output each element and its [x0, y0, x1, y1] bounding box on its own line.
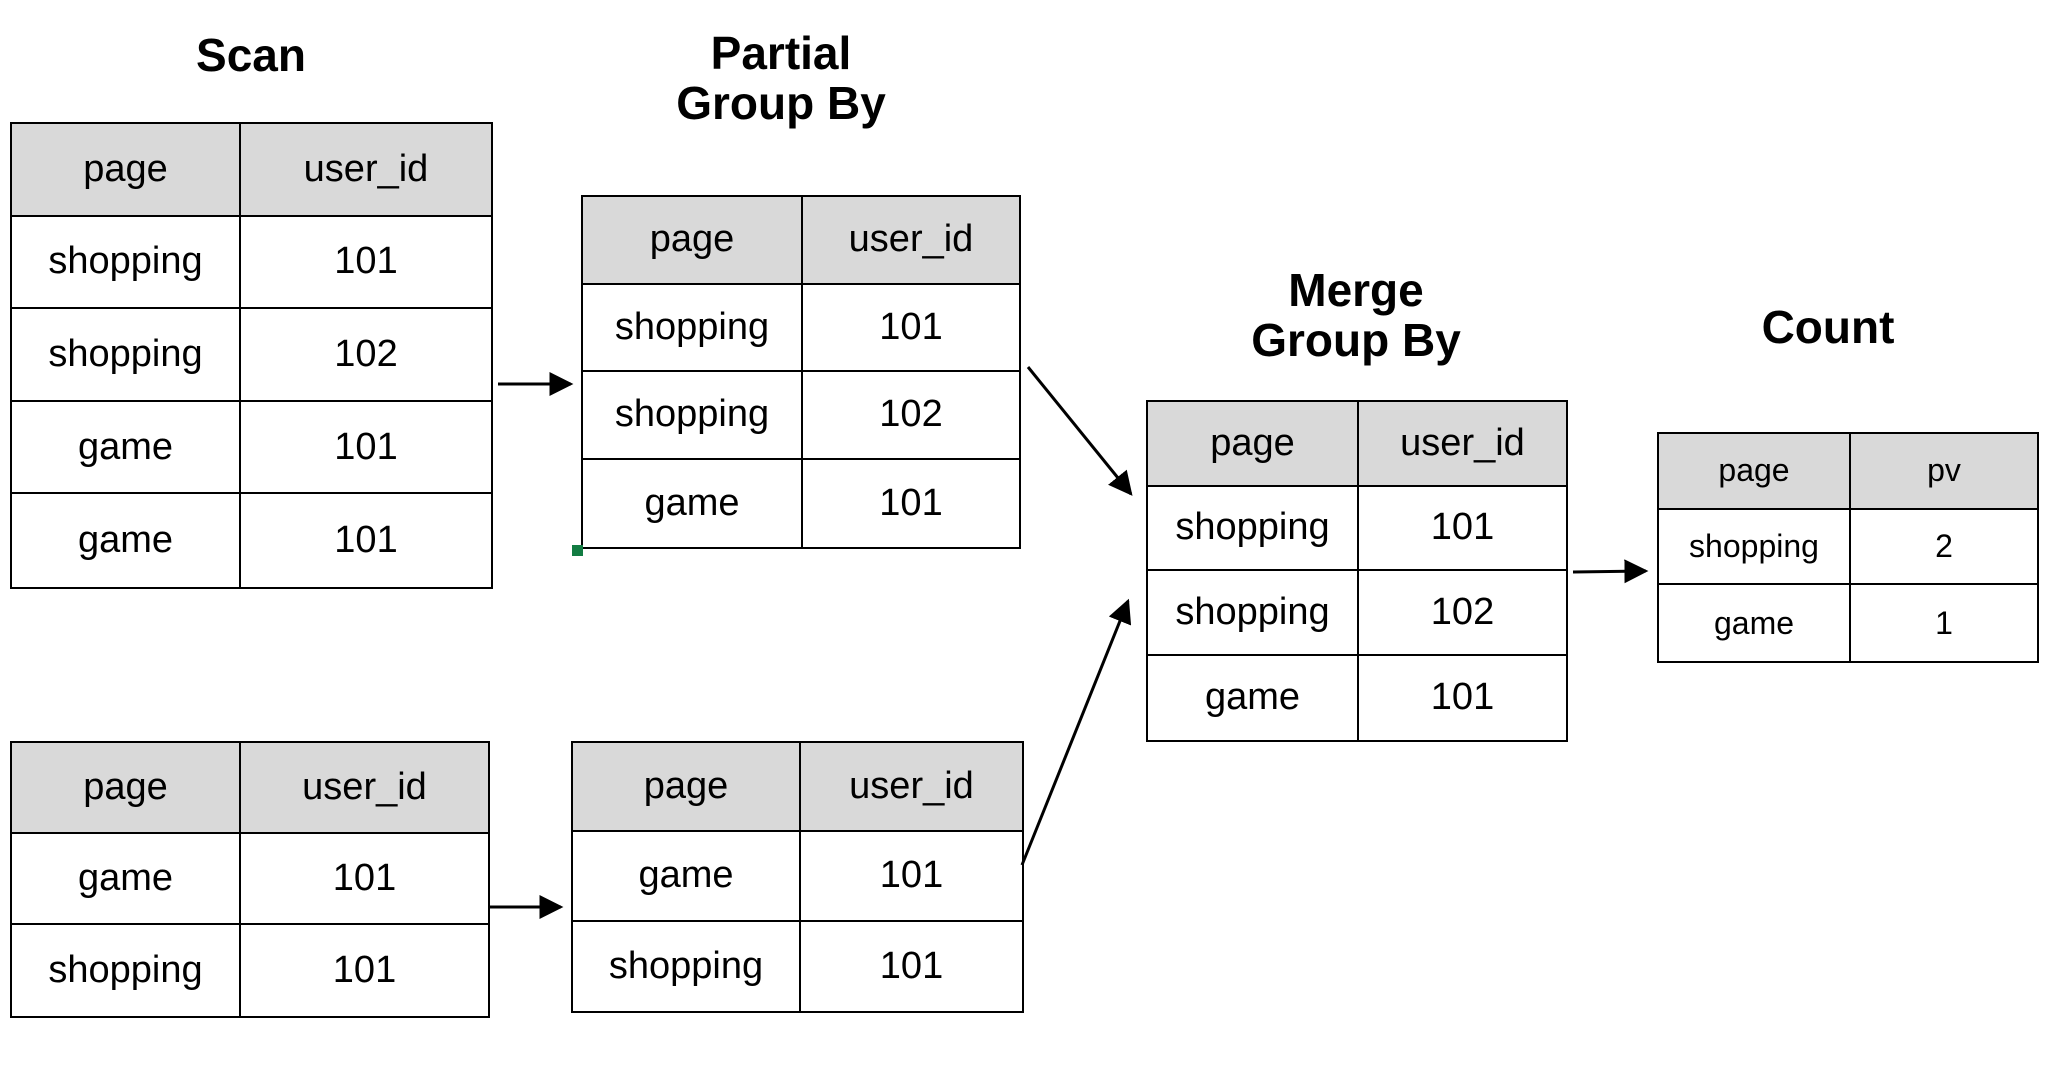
- stage-title-merge-line1: Merge: [1288, 264, 1424, 316]
- cell-user-id: 101: [801, 832, 1022, 922]
- stage-title-scan: Scan: [196, 29, 306, 81]
- cell-page: shopping: [573, 921, 801, 1011]
- partial-group-by-top-table: page user_id shopping 101 shopping 102 g…: [581, 195, 1021, 549]
- cell-page: game: [1659, 585, 1851, 661]
- cell-user-id: 101: [241, 217, 491, 310]
- scan-bottom-table: page user_id game 101 shopping 101: [10, 741, 490, 1018]
- cell-pv: 1: [1935, 604, 1953, 641]
- cell-pv: 2: [1851, 510, 2037, 586]
- cell-user-id: 101: [334, 519, 398, 562]
- cell-page: shopping: [1659, 509, 1851, 586]
- column-header-page: page: [583, 197, 803, 285]
- cell-page: game: [1148, 655, 1359, 740]
- column-header-user-id: user_id: [241, 124, 491, 217]
- cell-page: game: [583, 459, 803, 547]
- stage-title-merge-group-by: Merge Group By: [1251, 265, 1461, 365]
- cell-page: shopping: [12, 216, 241, 310]
- cell-user-id: 101: [241, 402, 491, 495]
- column-header-page: page: [1148, 402, 1359, 487]
- arrow-merge-to-count: [1572, 559, 1649, 584]
- cell-user-id: 101: [803, 285, 1019, 372]
- stage-title-partial-group-by: Partial Group By: [676, 28, 886, 128]
- scan-top-table: page user_id shopping 101 shopping 102 g…: [10, 122, 493, 589]
- column-header-page: page: [12, 124, 241, 217]
- stage-title-partial-line1: Partial: [710, 27, 852, 79]
- cell-user-id: 102: [241, 309, 491, 402]
- cell-page: game: [573, 832, 801, 922]
- cell-user-id: 101: [1430, 676, 1495, 719]
- cell-page: shopping: [1148, 571, 1359, 656]
- partial-group-by-bottom-table: page user_id game 101 shopping 101: [571, 741, 1024, 1013]
- column-header-pv: pv: [1851, 434, 2037, 510]
- stage-title-partial-line2: Group By: [676, 77, 886, 129]
- cell-user-id: 101: [332, 949, 397, 991]
- count-table: page pv shopping 2 game 1: [1657, 432, 2039, 663]
- cell-user-id: 101: [879, 944, 944, 987]
- cell-page: shopping: [583, 372, 803, 460]
- cell-user-id: 101: [241, 834, 488, 925]
- column-header-user-id: user_id: [801, 743, 1022, 833]
- arrow-partial-bottom-to-merge: [1020, 598, 1132, 866]
- cell-page: game: [12, 494, 241, 587]
- selection-handle-dot: [572, 545, 583, 556]
- column-header-user-id: user_id: [241, 743, 488, 834]
- column-header-user-id: user_id: [803, 197, 1019, 285]
- cell-page: shopping: [583, 284, 803, 372]
- cell-user-id: 101: [1359, 487, 1566, 571]
- cell-page: shopping: [1148, 486, 1359, 571]
- column-header-page: page: [12, 743, 241, 834]
- cell-user-id: 101: [879, 481, 943, 524]
- cell-user-id: 102: [1359, 571, 1566, 656]
- cell-page: game: [12, 401, 241, 495]
- arrow-partial-top-to-merge: [1026, 366, 1133, 496]
- column-header-user-id: user_id: [1359, 402, 1566, 487]
- merge-group-by-table: page user_id shopping 101 shopping 102 g…: [1146, 400, 1568, 742]
- stage-title-merge-line2: Group By: [1251, 314, 1461, 366]
- cell-user-id: 102: [803, 372, 1019, 460]
- column-header-page: page: [573, 743, 801, 833]
- stage-title-count: Count: [1761, 301, 1895, 353]
- cell-page: game: [12, 834, 241, 925]
- cell-page: shopping: [12, 925, 241, 1016]
- cell-page: shopping: [12, 309, 241, 402]
- column-header-page: page: [1659, 434, 1851, 510]
